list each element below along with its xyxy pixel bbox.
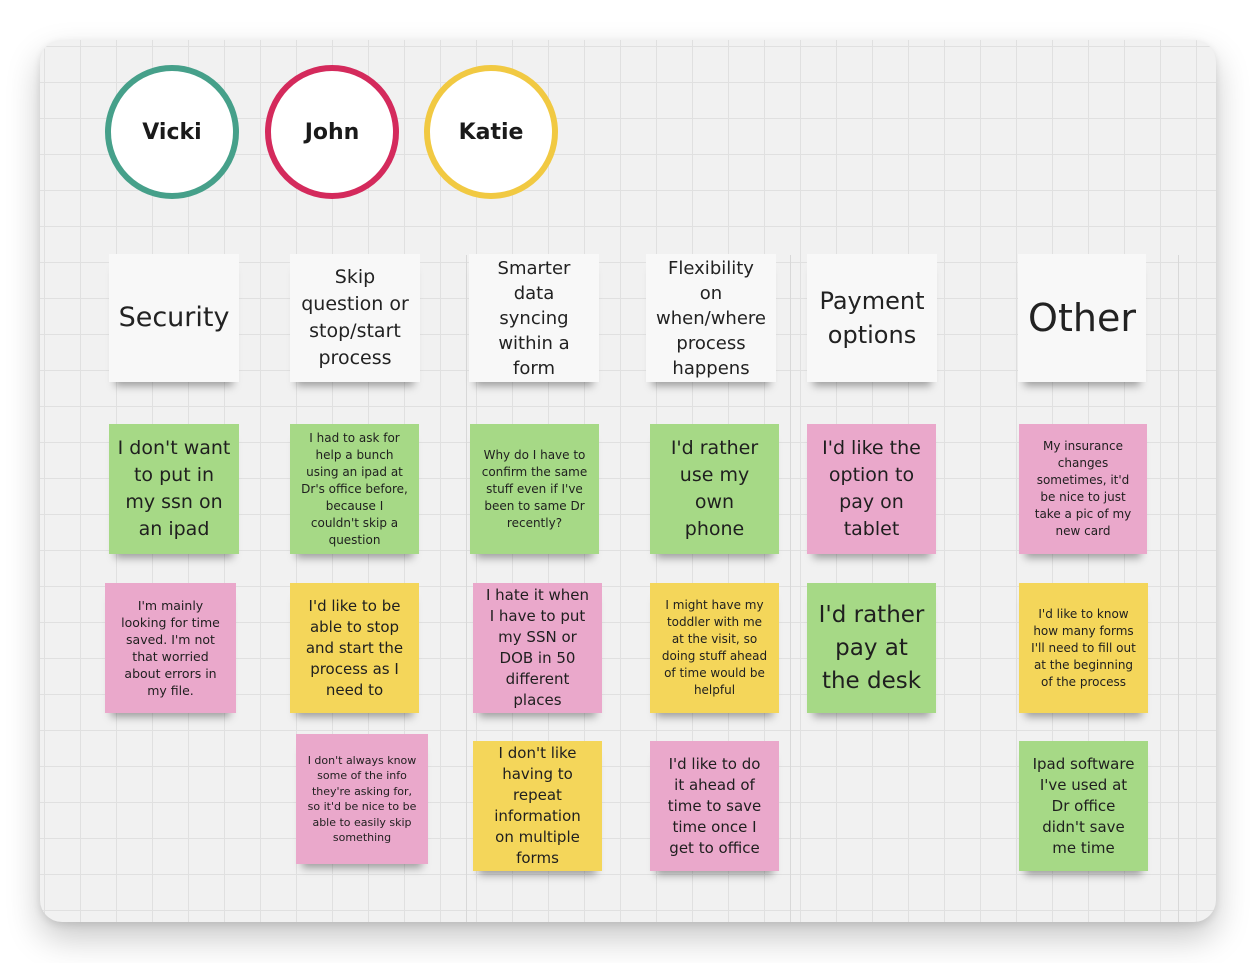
sticky-note-text: I had to ask for help a bunch using an i…: [301, 430, 408, 547]
sticky-note[interactable]: My insurance changes sometimes, it'd be …: [1019, 424, 1147, 554]
avatar-john[interactable]: John: [265, 65, 399, 199]
sticky-note-text: Why do I have to confirm the same stuff …: [481, 447, 588, 530]
column-header-label: Security: [118, 302, 230, 333]
column-header-label: Skip question or stop/start process: [301, 266, 409, 369]
sticky-note[interactable]: I hate it when I have to put my SSN or D…: [473, 583, 602, 713]
avatar-name-katie: Katie: [458, 119, 524, 145]
column-header-label: Other: [1028, 296, 1136, 340]
column-header-syncing[interactable]: Smarter data syncing within a form: [469, 254, 599, 382]
whiteboard-canvas[interactable]: Vicki John Katie Security Skip question …: [40, 40, 1216, 922]
sticky-note-text: I don't want to put in my ssn on an ipad: [117, 437, 231, 540]
sticky-note[interactable]: Why do I have to confirm the same stuff …: [470, 424, 599, 554]
sticky-note[interactable]: I'd rather use my own phone: [650, 424, 779, 554]
column-header-label: Flexibility on when/where process happen…: [656, 257, 766, 379]
avatar-name-vicki: Vicki: [142, 119, 202, 145]
sticky-note[interactable]: I don't want to put in my ssn on an ipad: [109, 424, 239, 554]
grid-column-line: [790, 255, 791, 922]
column-header-security[interactable]: Security: [109, 254, 239, 382]
sticky-note[interactable]: I don't like having to repeat informatio…: [473, 741, 602, 871]
sticky-note-text: I might have my toddler with me at the v…: [661, 598, 768, 697]
sticky-note[interactable]: I'd like the option to pay on tablet: [807, 424, 936, 554]
grid-column-line: [466, 255, 467, 922]
sticky-note[interactable]: I had to ask for help a bunch using an i…: [290, 424, 419, 554]
column-header-payment[interactable]: Payment options: [807, 254, 937, 382]
column-header-other[interactable]: Other: [1018, 254, 1146, 382]
sticky-note[interactable]: I'd rather pay at the desk: [807, 583, 936, 713]
sticky-note[interactable]: I'd like to be able to stop and start th…: [290, 583, 419, 713]
sticky-note-text: I'd like to be able to stop and start th…: [305, 596, 404, 699]
avatar-katie[interactable]: Katie: [424, 65, 558, 199]
sticky-note-text: My insurance changes sometimes, it'd be …: [1034, 439, 1132, 538]
sticky-note-text: I'd like the option to pay on tablet: [822, 437, 921, 540]
sticky-note-text: I'd like to know how many forms I'll nee…: [1031, 606, 1136, 689]
sticky-note-text: I'm mainly looking for time saved. I'm n…: [121, 598, 220, 698]
sticky-note-text: Ipad software I've used at Dr office did…: [1032, 754, 1135, 857]
column-header-label: Payment options: [819, 287, 925, 349]
sticky-note-text: I'd rather pay at the desk: [818, 601, 925, 694]
avatar-name-john: John: [304, 119, 360, 145]
sticky-note[interactable]: Ipad software I've used at Dr office did…: [1019, 741, 1148, 871]
column-header-flexibility[interactable]: Flexibility on when/where process happen…: [646, 254, 776, 382]
sticky-note[interactable]: I don't always know some of the info the…: [296, 734, 428, 864]
sticky-note-text: I don't like having to repeat informatio…: [494, 744, 581, 867]
sticky-note-text: I hate it when I have to put my SSN or D…: [485, 586, 590, 709]
sticky-note[interactable]: I might have my toddler with me at the v…: [650, 583, 779, 713]
grid-column-line: [1178, 255, 1179, 922]
sticky-note[interactable]: I'd like to do it ahead of time to save …: [650, 741, 779, 871]
sticky-note-text: I'd like to do it ahead of time to save …: [667, 754, 762, 857]
sticky-note-text: I don't always know some of the info the…: [307, 753, 417, 845]
sticky-note-text: I'd rather use my own phone: [670, 437, 759, 540]
avatar-vicki[interactable]: Vicki: [105, 65, 239, 199]
sticky-note[interactable]: I'd like to know how many forms I'll nee…: [1019, 583, 1148, 713]
column-header-label: Smarter data syncing within a form: [497, 257, 571, 379]
column-header-skip[interactable]: Skip question or stop/start process: [290, 254, 420, 382]
sticky-note[interactable]: I'm mainly looking for time saved. I'm n…: [105, 583, 236, 713]
